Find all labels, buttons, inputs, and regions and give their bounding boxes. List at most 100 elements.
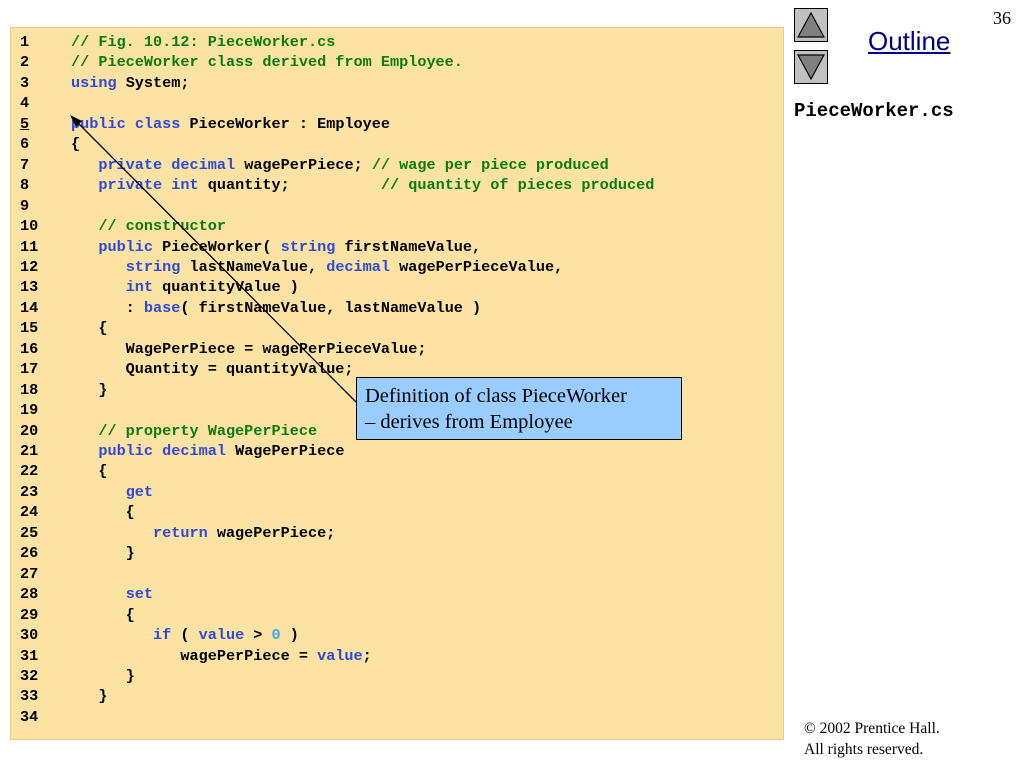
code-token — [71, 585, 126, 603]
code-text: { — [71, 461, 107, 481]
triangle-down-icon — [796, 54, 826, 81]
keyword-token: if — [153, 626, 172, 645]
code-line: 26 } — [11, 543, 783, 563]
slide-number: 36 — [993, 8, 1011, 28]
keyword-token: public — [98, 237, 154, 256]
code-token: } — [71, 544, 135, 563]
outline-link[interactable]: Outline — [868, 26, 951, 56]
code-token: wagePerPiece; — [207, 523, 336, 542]
previous-slide-button[interactable] — [794, 8, 828, 42]
code-line: 25 return wagePerPiece; — [11, 523, 783, 543]
code-token — [71, 278, 126, 296]
code-line: 20 // property WagePerPiece — [11, 421, 783, 441]
code-token — [71, 524, 153, 542]
keyword-token: private — [98, 155, 163, 174]
line-number: 21 — [20, 442, 39, 460]
keyword-token: value — [198, 626, 245, 645]
keyword-token: decimal — [162, 442, 226, 460]
code-token: } — [71, 687, 108, 706]
code-token — [71, 217, 98, 235]
code-text: WagePerPiece = wagePerPieceValue; — [71, 339, 427, 359]
code-text: public class PieceWorker : Employee — [71, 114, 390, 134]
code-token: } — [71, 380, 108, 399]
code-token: ; — [362, 646, 372, 665]
code-token — [71, 156, 98, 174]
comment-token: // constructor — [98, 217, 226, 236]
comment-token: // property WagePerPiece — [98, 421, 318, 440]
code-line: 15 { — [11, 318, 783, 338]
keyword-token: class — [134, 114, 181, 133]
code-token: lastNameValue, — [180, 257, 327, 276]
code-text: } — [71, 666, 135, 686]
line-number: 19 — [20, 401, 39, 420]
triangle-up-icon — [796, 11, 826, 38]
line-number: 18 — [20, 380, 39, 399]
code-line: 12 string lastNameValue, decimal wagePer… — [11, 257, 783, 277]
code-token — [71, 176, 98, 194]
code-token: { — [71, 605, 135, 624]
code-token: Quantity = quantityValue; — [71, 360, 354, 379]
code-line: 7 private decimal wagePerPiece; // wage … — [11, 155, 783, 175]
line-number: 2 — [20, 53, 30, 72]
line-number: 28 — [20, 585, 39, 604]
code-text: { — [71, 134, 80, 154]
code-token: : — [71, 298, 144, 317]
line-number: 16 — [20, 339, 39, 358]
code-text: private decimal wagePerPiece; // wage pe… — [71, 155, 609, 175]
code-text: get — [71, 482, 153, 502]
code-token: PieceWorker : Employee — [180, 114, 391, 133]
line-number: 8 — [20, 176, 30, 195]
callout-box: Definition of class PieceWorker – derive… — [356, 377, 682, 440]
comment-token: // wage per piece produced — [371, 155, 609, 174]
line-number: 5 — [20, 114, 30, 133]
code-text: set — [71, 584, 153, 604]
line-number: 27 — [20, 564, 39, 583]
code-line: 14 : base( firstNameValue, lastNameValue… — [11, 298, 783, 318]
line-number: 9 — [20, 196, 30, 215]
code-text: } — [71, 380, 107, 400]
line-number: 25 — [20, 523, 39, 542]
line-number: 12 — [20, 257, 39, 276]
code-token: ( firstNameValue, lastNameValue ) — [180, 298, 482, 317]
code-text: } — [71, 543, 135, 563]
keyword-token: string — [125, 257, 181, 276]
keyword-token: get — [125, 482, 154, 501]
line-number: 6 — [20, 135, 30, 154]
line-number: 24 — [20, 503, 39, 522]
line-number: 7 — [20, 155, 30, 174]
code-text: // Fig. 10.12: PieceWorker.cs — [71, 32, 335, 52]
code-token: ) — [280, 626, 299, 645]
code-token: } — [71, 666, 135, 685]
line-number: 23 — [20, 482, 39, 501]
code-line: 29 { — [11, 605, 783, 625]
line-number: 26 — [20, 544, 39, 563]
code-token — [126, 115, 135, 133]
keyword-token: base — [143, 298, 181, 317]
line-number: 20 — [20, 421, 39, 440]
code-text: Quantity = quantityValue; — [71, 359, 354, 379]
line-number: 33 — [20, 687, 39, 706]
code-token: { — [71, 503, 135, 522]
keyword-token: private — [98, 176, 163, 195]
line-number: 11 — [20, 237, 39, 256]
keyword-token: set — [125, 585, 154, 604]
keyword-token: int — [171, 176, 199, 195]
next-slide-button[interactable] — [794, 50, 828, 84]
code-token: wagePerPieceValue, — [390, 257, 564, 276]
code-line: 23 get — [11, 482, 783, 502]
line-number: 34 — [20, 707, 39, 726]
code-line: 9 — [11, 196, 783, 216]
code-line: 6{ — [11, 134, 783, 154]
number-token: 0 — [271, 626, 281, 645]
line-number: 1 — [20, 33, 30, 51]
code-line: 34 — [11, 707, 783, 727]
code-line: 31 wagePerPiece = value; — [11, 646, 783, 666]
code-token: wagePerPiece; — [235, 155, 372, 174]
code-token: ( — [171, 626, 199, 645]
code-text: // PieceWorker class derived from Employ… — [71, 52, 463, 72]
code-token — [71, 422, 98, 440]
line-number: 3 — [20, 73, 30, 92]
code-text: } — [71, 686, 107, 706]
copyright-line-1: © 2002 Prentice Hall. — [804, 720, 940, 737]
